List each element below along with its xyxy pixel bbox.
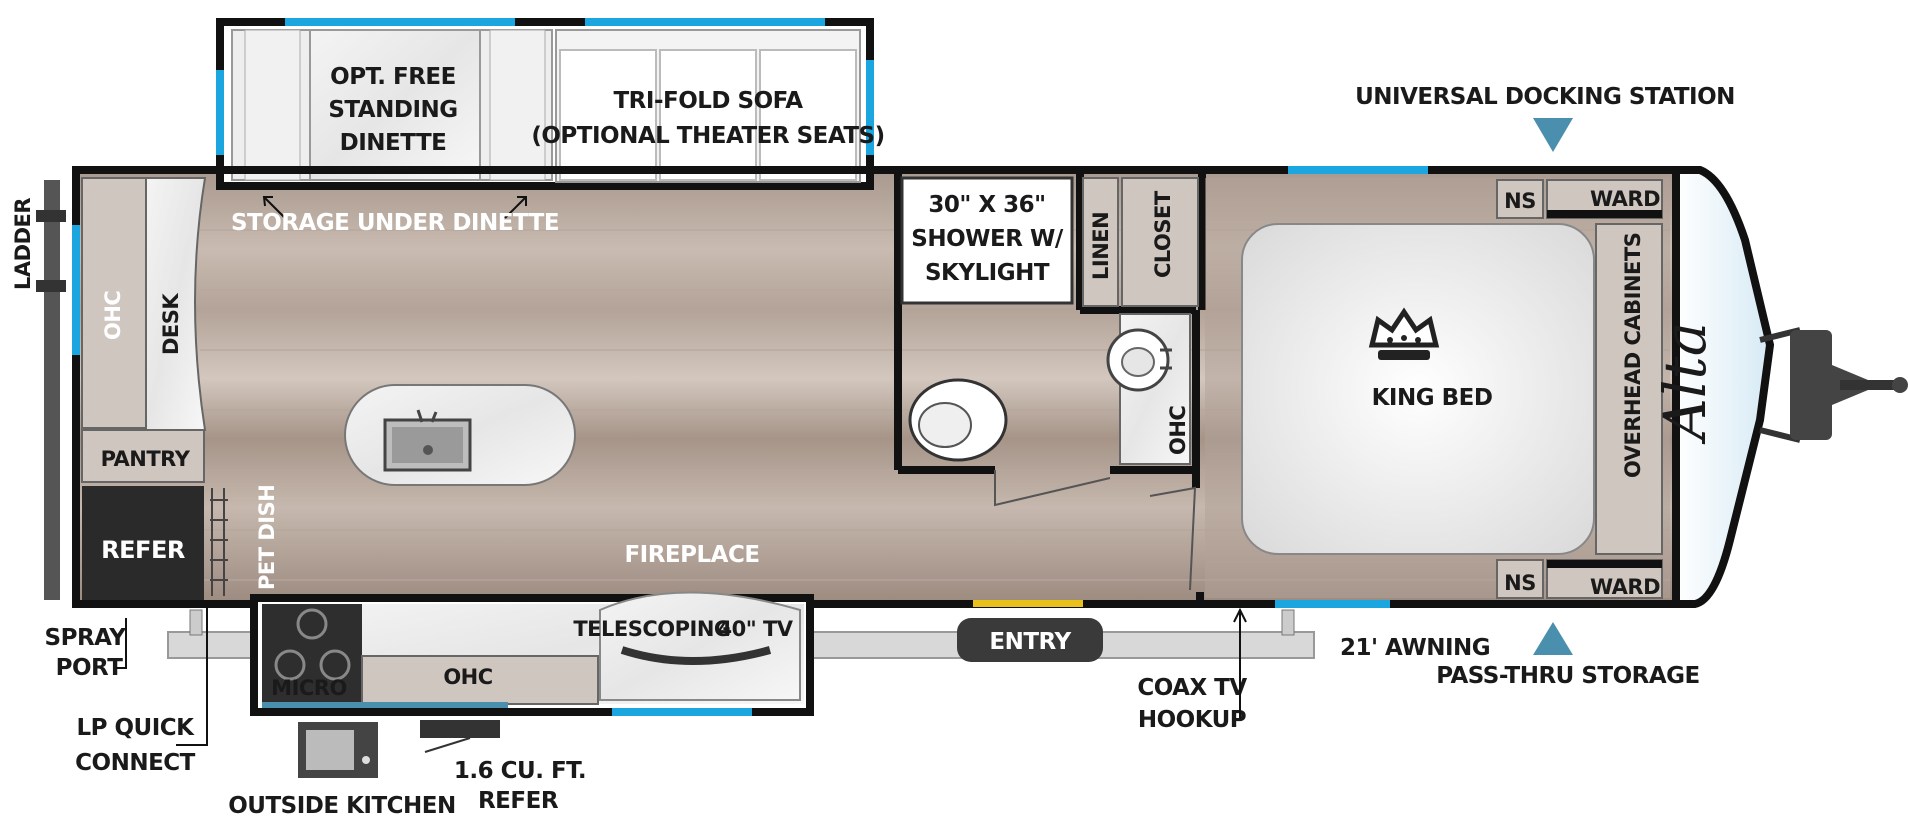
bath-door	[994, 470, 1111, 507]
label-cu-refer-1: 1.6 CU. FT.	[454, 758, 586, 784]
label-sofa-1: TRI-FOLD SOFA	[613, 88, 803, 114]
shower	[900, 176, 1074, 305]
label-dinette-1: OPT. FREE	[330, 64, 456, 90]
pass-thru-marker	[1533, 622, 1573, 655]
label-ward-top: WARD	[1590, 187, 1660, 211]
kitchen-trim	[262, 702, 508, 708]
label-lp-1: LP QUICK	[76, 715, 195, 741]
lp-connect-leader	[176, 605, 208, 746]
logo-alta: Alta	[1651, 322, 1719, 445]
label-cu-refer-2: REFER	[478, 788, 559, 814]
storage-arrows	[262, 196, 527, 219]
label-ohc-left: OHC	[101, 291, 125, 340]
label-pet-dish: PET DISH	[255, 485, 279, 590]
overhead-cabinets	[1595, 223, 1663, 555]
label-tv: 40" TV	[717, 617, 793, 641]
label-awning: 21' AWNING	[1340, 635, 1490, 661]
toilet-icon	[908, 378, 1008, 462]
label-sofa-2: (OPTIONAL THEATER SEATS)	[531, 123, 884, 149]
label-linen: LINEN	[1089, 212, 1113, 280]
label-storage-under-dinette: STORAGE UNDER DINETTE	[231, 210, 559, 236]
label-dinette-2: STANDING	[328, 97, 457, 123]
fireplace-tv-unit	[599, 591, 801, 701]
hitch	[1759, 327, 1908, 443]
crown-icon	[1368, 307, 1440, 360]
mini-refer-icon	[420, 720, 500, 753]
docking-station-marker	[1533, 118, 1573, 152]
king-bed	[1241, 223, 1595, 555]
label-ns-top: NS	[1504, 189, 1536, 213]
refer	[82, 486, 204, 600]
tv-icon	[620, 646, 772, 665]
closet	[1121, 177, 1199, 307]
entry-door-accent	[973, 600, 1083, 607]
label-micro: MICRO	[271, 676, 347, 700]
label-ns-bottom: NS	[1504, 571, 1536, 595]
ladder	[36, 180, 66, 600]
label-ward-bottom: WARD	[1590, 575, 1660, 599]
label-spray-2: PORT	[56, 655, 124, 681]
label-coax-1: COAX TV	[1137, 675, 1247, 701]
label-desk: DESK	[159, 293, 183, 355]
label-entry: ENTRY	[989, 629, 1071, 655]
label-fireplace: FIREPLACE	[624, 542, 759, 568]
nightstand-bottom	[1496, 559, 1544, 599]
label-ohc-bath: OHC	[1166, 406, 1190, 455]
label-shower-2: SHOWER W/	[911, 226, 1064, 252]
burner-icons	[274, 608, 351, 681]
pantry	[81, 429, 205, 483]
label-coax-2: HOOKUP	[1138, 707, 1246, 733]
label-shower-3: SKYLIGHT	[925, 260, 1050, 286]
label-pantry: PANTRY	[101, 447, 191, 471]
window-bed-top	[1288, 166, 1428, 174]
label-telescoping: TELESCOPING	[573, 617, 730, 641]
dinette	[231, 29, 553, 181]
ohc-left	[81, 177, 147, 429]
label-overhead-cabinets: OVERHEAD CABINETS	[1621, 233, 1645, 478]
label-dinette-3: DINETTE	[340, 130, 447, 156]
label-shower-1: 30" X 36"	[928, 192, 1045, 218]
label-spray-1: SPRAY	[45, 625, 127, 651]
label-outside-kitchen: OUTSIDE KITCHEN	[228, 793, 456, 819]
label-refer: REFER	[101, 536, 185, 564]
bathroom-walls	[894, 172, 1206, 604]
linen	[1082, 177, 1119, 307]
window-slide-top-2	[585, 18, 825, 26]
bath-sink-icon	[1106, 328, 1172, 392]
window-slide-bottom	[612, 708, 752, 716]
window-left	[72, 225, 80, 355]
front-cap	[1672, 166, 1775, 608]
desk	[145, 177, 207, 431]
label-universal-docking-station: UNIVERSAL DOCKING STATION	[1355, 84, 1735, 110]
pet-dish-rack	[210, 488, 228, 596]
label-closet: CLOSET	[1151, 190, 1175, 278]
spray-port-leader	[116, 618, 127, 669]
entry-door-swing	[1149, 486, 1197, 591]
label-lp-2: CONNECT	[75, 750, 196, 776]
window-slide-left	[216, 70, 224, 155]
sink-icon	[383, 409, 472, 472]
label-ladder: LADDER	[11, 198, 35, 290]
nightstand-top	[1496, 179, 1544, 219]
label-king-bed: KING BED	[1372, 385, 1493, 411]
sofa	[555, 29, 861, 183]
window-slide-right	[866, 60, 874, 155]
label-pass-thru-storage: PASS-THRU STORAGE	[1436, 663, 1700, 689]
outside-kitchen-icon	[298, 722, 378, 778]
label-ohc-kitchen: OHC	[443, 665, 492, 689]
entry-step	[957, 618, 1103, 662]
window-slide-top-1	[285, 18, 515, 26]
window-bed-bottom	[1275, 600, 1390, 608]
